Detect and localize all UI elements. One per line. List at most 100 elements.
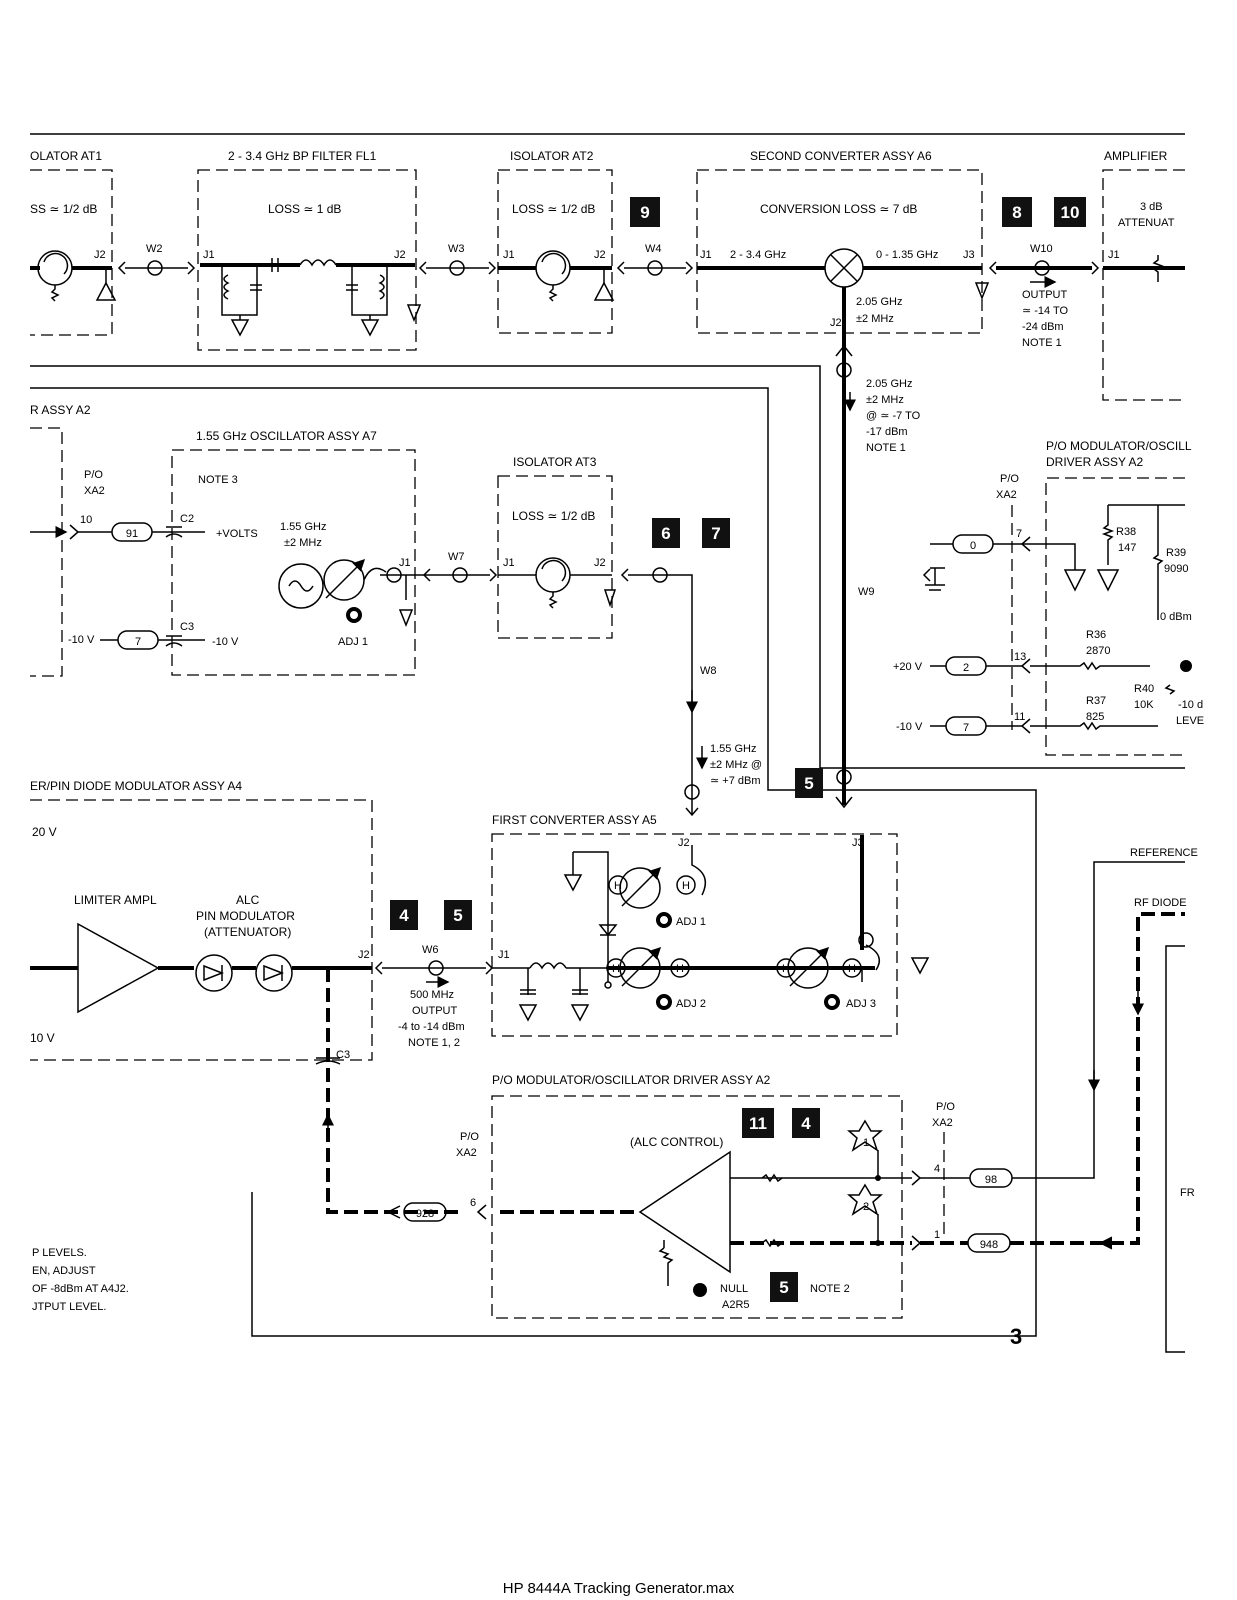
fl1-j1: J1: [203, 249, 215, 261]
w4-label: W4: [645, 243, 662, 255]
null-label: NULL: [720, 1283, 748, 1295]
neg10-left: -10 V: [68, 634, 95, 646]
w2-label: W2: [146, 243, 163, 255]
po-modulator-bottom-title: P/O MODULATOR/OSCILLATOR DRIVER ASSY A2: [492, 1073, 771, 1087]
oscillator-tol: ±2 MHz: [284, 537, 322, 549]
svg-text:91: 91: [126, 528, 138, 540]
amplifier-box: [1102, 169, 1185, 401]
a7-j1: J1: [399, 557, 411, 569]
adj2-label: ADJ 2: [676, 998, 706, 1010]
r37-label: R37: [1086, 695, 1106, 707]
note-line-3: OF -8dBm AT A4J2.: [32, 1283, 129, 1295]
driver-a2-box: [1045, 477, 1185, 756]
r36-label: R36: [1086, 629, 1106, 641]
note-line-1: P LEVELS.: [32, 1247, 87, 1259]
w9-tol: ±2 MHz: [866, 394, 904, 406]
r38-label: R38: [1116, 526, 1136, 538]
adj1-osc-label: ADJ 1: [338, 636, 368, 648]
isolator-at2-title: ISOLATOR AT2: [510, 149, 594, 163]
bp-filter-title: 2 - 3.4 GHz BP FILTER FL1: [228, 149, 377, 163]
w7-label: W7: [448, 551, 465, 563]
svg-text:7: 7: [135, 636, 141, 648]
step-box-4-a: 4: [390, 900, 418, 930]
isolator-at1-loss: SS ≃ 1/2 dB: [30, 202, 97, 216]
conversion-loss: CONVERSION LOSS ≃ 7 dB: [760, 202, 917, 216]
w3-label: W3: [448, 243, 465, 255]
driver-assy-a2-title: DRIVER ASSY A2: [1046, 455, 1143, 469]
isolator-at3-loss: LOSS ≃ 1/2 dB: [512, 509, 595, 523]
oscillator-a7-title: 1.55 GHz OSCILLATOR ASSY A7: [196, 429, 377, 443]
isolator-at1-title: OLATOR AT1: [30, 149, 102, 163]
a5-j1: J1: [498, 949, 510, 961]
step-box-10: 10: [1054, 197, 1086, 227]
attenuator-label: ATTENUAT: [1118, 217, 1175, 229]
svg-text:2: 2: [863, 1201, 869, 1213]
w9-level-1: @ ≃ -7 TO: [866, 410, 921, 422]
rf-diode-label: RF DIODE: [1134, 897, 1187, 909]
document-footer: HP 8444A Tracking Generator.max: [502, 1580, 735, 1597]
null-adjust-control[interactable]: [693, 1283, 707, 1297]
svg-text:7: 7: [963, 722, 969, 734]
w10-output-note: NOTE 1: [1022, 337, 1062, 349]
second-converter-title: SECOND CONVERTER ASSY A6: [750, 149, 932, 163]
r39-value: 9090: [1164, 563, 1188, 575]
a6-lo-tol: ±2 MHz: [856, 313, 894, 325]
step-box-9: 9: [630, 197, 660, 227]
r36-value: 2870: [1086, 645, 1110, 657]
pin-diode-1: [195, 954, 233, 992]
oscillator-freq: 1.55 GHz: [280, 521, 326, 533]
attenuator-value: 3 dB: [1140, 201, 1163, 213]
w10-output-label: OUTPUT: [1022, 289, 1068, 301]
w9-freq: 2.05 GHz: [866, 378, 912, 390]
svg-text:10: 10: [1061, 203, 1080, 222]
fl1-j2: J2: [394, 249, 406, 261]
pin-11: 11: [1014, 711, 1025, 723]
chassis-line-1: [30, 365, 1185, 769]
step-box-5-b: 5: [444, 900, 472, 930]
h-5: H: [782, 963, 790, 975]
step-box-4-b: 4: [792, 1108, 820, 1138]
alc-amp-symbol: [638, 1150, 731, 1274]
svg-text:928: 928: [416, 1208, 434, 1220]
h-3: H: [612, 963, 620, 975]
step-box-6: 6: [652, 518, 680, 548]
w8-level: ≃ +7 dBm: [710, 775, 761, 787]
adj3-control[interactable]: [824, 994, 840, 1010]
h-1: H: [614, 880, 622, 892]
w10-output-level-1: ≃ -14 TO: [1022, 305, 1069, 317]
pin-diode-2: [255, 954, 293, 992]
isolator-at1-box: [30, 169, 113, 336]
w6-freq: 500 MHz: [410, 989, 454, 1001]
adj1-osc-control[interactable]: [346, 607, 362, 623]
bp-filter-box: [197, 169, 417, 351]
at2-j2: J2: [594, 249, 606, 261]
volts-label: +VOLTS: [216, 528, 258, 540]
pin-1: 1: [934, 1229, 940, 1241]
h-6: H: [848, 963, 856, 975]
first-converter-title: FIRST CONVERTER ASSY A5: [492, 813, 657, 827]
v10-label: 10 V: [30, 1031, 55, 1045]
alc-label: ALC: [236, 893, 260, 907]
pin-4: 4: [934, 1163, 940, 1175]
w8-label: W8: [700, 665, 717, 677]
adj2-control[interactable]: [656, 994, 672, 1010]
test-point-2: [847, 1183, 883, 1216]
pin-7: 7: [1016, 528, 1022, 540]
isolator-at2-loss: LOSS ≃ 1/2 dB: [512, 202, 595, 216]
w6-label: W6: [422, 944, 439, 956]
adj3-label: ADJ 3: [846, 998, 876, 1010]
svg-text:5: 5: [804, 774, 813, 793]
note-line-2: EN, ADJUST: [32, 1265, 96, 1277]
alc-control-box: [491, 1095, 903, 1319]
adj1-conv-control[interactable]: [656, 912, 672, 928]
r40-adjust-control[interactable]: [1180, 660, 1192, 672]
reference-label: REFERENCE: [1130, 847, 1198, 859]
a5-j2: J2: [678, 837, 690, 849]
xa2-po-right: P/O: [1000, 473, 1019, 485]
at3-j2: J2: [594, 557, 606, 569]
w9-note: NOTE 1: [866, 442, 906, 454]
amplifier-title: AMPLIFIER: [1104, 149, 1168, 163]
at3-j1: J1: [503, 557, 515, 569]
a6-j3: J3: [963, 249, 975, 261]
